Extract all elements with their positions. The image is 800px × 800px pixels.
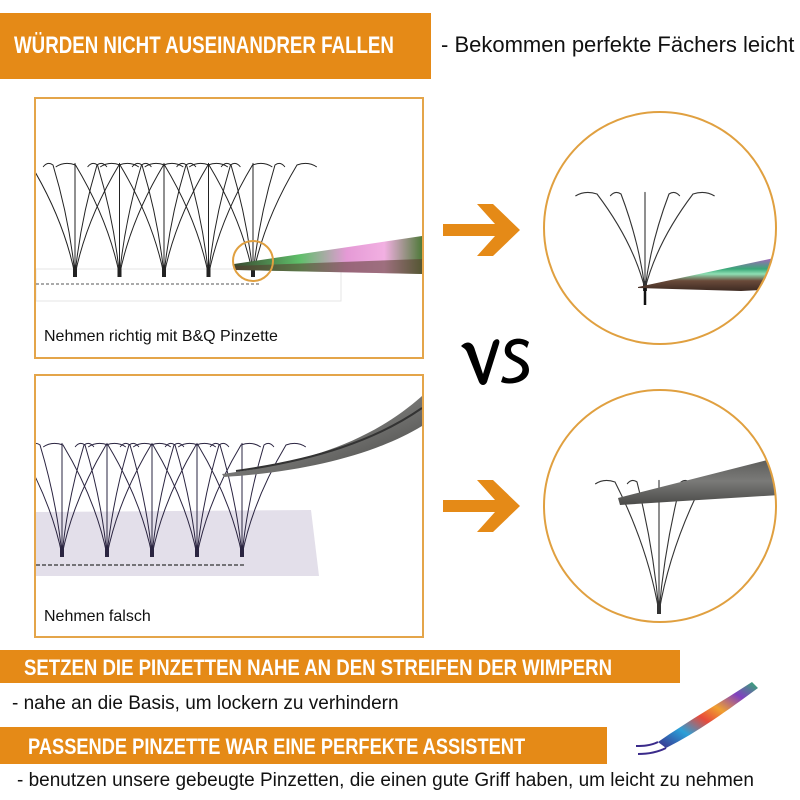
lash-strand xyxy=(36,477,63,556)
lash-strand xyxy=(74,442,108,556)
header-title: WÜRDEN NICHT AUSEINANDRER FALLEN xyxy=(14,32,394,59)
correct-caption: Nehmen richtig mit B&Q Pinzette xyxy=(44,328,278,345)
incorrect-method-photo: Nehmen falsch xyxy=(34,374,424,638)
lash-strand xyxy=(163,162,197,276)
tip-text: - benutzen unsere gebeugte Pinzetten, di… xyxy=(17,770,754,791)
lash-strand xyxy=(131,162,165,276)
lash-strand xyxy=(151,442,217,556)
lash-fans xyxy=(36,442,307,557)
lash-strand xyxy=(119,162,152,276)
lash-base xyxy=(150,547,154,557)
lash-strand xyxy=(151,442,185,556)
correct-method-photo: Nehmen richtig mit B&Q Pinzette xyxy=(34,97,424,359)
correct-closeup-circle xyxy=(543,111,777,345)
incorrect-lash-strip-illustration xyxy=(36,396,422,576)
lash-strand xyxy=(87,162,120,276)
lash-base xyxy=(117,267,122,277)
lash-strand xyxy=(87,442,153,556)
lash-strand xyxy=(119,162,184,276)
lash-strand xyxy=(176,162,209,276)
lash-strand xyxy=(196,442,230,556)
lash-strand xyxy=(61,442,95,556)
header-title-band: WÜRDEN NICHT AUSEINANDRER FALLEN xyxy=(0,13,431,79)
lash-strand xyxy=(208,162,241,276)
lash-strand xyxy=(36,442,63,556)
curved-rainbow-tweezer xyxy=(635,682,758,755)
correct-lash-strip-illustration xyxy=(36,162,422,302)
lash-strand xyxy=(241,442,307,556)
lash-strand xyxy=(74,162,108,276)
lash-strand xyxy=(74,162,140,276)
lash-strand xyxy=(644,191,715,290)
lash-fan-closeup xyxy=(575,191,715,291)
lash-base xyxy=(195,547,199,557)
lash-strand xyxy=(42,442,108,556)
lash-strand xyxy=(252,162,286,276)
lash-base xyxy=(105,547,109,557)
lash-strand xyxy=(163,162,229,276)
lash-base xyxy=(251,267,255,277)
vs-label xyxy=(461,338,529,385)
lash-strand xyxy=(575,191,646,290)
lash-strand xyxy=(208,162,273,276)
lash-strand xyxy=(36,172,76,276)
lash-strand xyxy=(55,162,120,276)
lash-strand xyxy=(196,442,262,556)
lash-strand xyxy=(106,442,172,556)
header-subtitle: - Bekommen perfekte Fächers leicht xyxy=(441,32,795,57)
lash-strand xyxy=(106,442,140,556)
lash-base xyxy=(657,604,661,614)
lash-strand xyxy=(164,442,198,556)
lash-strand xyxy=(144,162,209,276)
lash-strand xyxy=(99,162,165,276)
lash-strand xyxy=(220,162,254,276)
incorrect-closeup-circle xyxy=(543,389,777,623)
lash-strip-card xyxy=(36,268,342,302)
tip-heading-band: PASSENDE PINZETTE WAR EINE PERFEKTE ASSI… xyxy=(0,727,607,764)
lash-base xyxy=(240,547,244,557)
arrow-right-icon xyxy=(443,480,520,532)
rainbow-tweezer-tip xyxy=(638,257,776,291)
lash-strand xyxy=(42,162,76,276)
tip-heading: SETZEN DIE PINZETTEN NAHE AN DEN STREIFE… xyxy=(24,655,613,680)
lash-strand xyxy=(609,191,646,290)
lash-strand xyxy=(252,162,318,276)
lash-strand xyxy=(209,442,243,556)
silver-tweezer xyxy=(222,396,422,477)
tip-text: - nahe an die Basis, um lockern zu verhi… xyxy=(12,693,399,714)
arrow-right-icon xyxy=(443,204,520,256)
lash-strand xyxy=(61,442,127,556)
lash-base xyxy=(162,267,166,277)
highlight-circle xyxy=(232,240,274,282)
lash-strand xyxy=(132,442,198,556)
lash-base xyxy=(73,267,77,277)
lash-strand xyxy=(241,442,275,556)
lash-strand xyxy=(177,442,243,556)
incorrect-caption: Nehmen falsch xyxy=(44,608,151,625)
lash-base xyxy=(206,267,211,277)
tip-heading: PASSENDE PINZETTE WAR EINE PERFEKTE ASSI… xyxy=(28,734,526,759)
lash-strand xyxy=(644,191,681,290)
silver-tweezer-tip xyxy=(618,457,776,505)
lash-base xyxy=(60,547,64,557)
lash-strand xyxy=(188,162,254,276)
lash-strip-card xyxy=(36,510,319,576)
lash-strand xyxy=(594,479,660,613)
lash-fans xyxy=(36,162,318,277)
lash-strand xyxy=(119,442,153,556)
tip-heading-band: SETZEN DIE PINZETTEN NAHE AN DEN STREIFE… xyxy=(0,650,680,683)
